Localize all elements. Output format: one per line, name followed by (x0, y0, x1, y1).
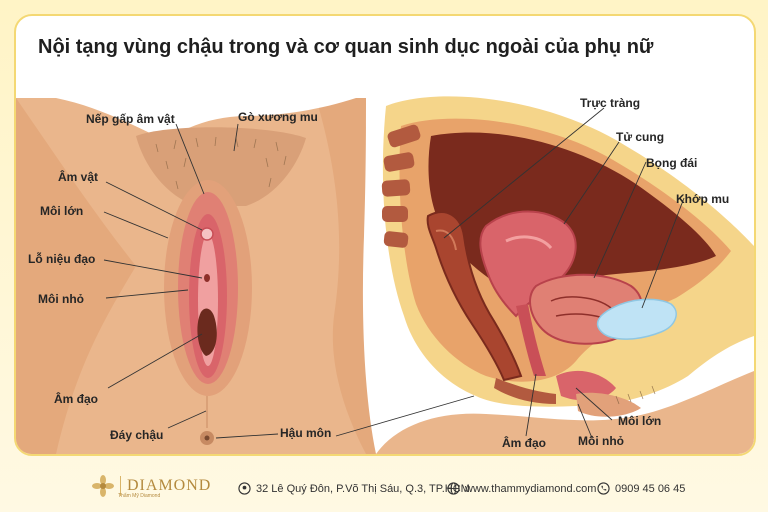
label-moi-lon-right: Môi lớn (618, 414, 662, 428)
label-day-chau: Đáy chậu (110, 428, 164, 442)
phone-icon (597, 482, 610, 495)
label-moi-nho-left: Môi nhỏ (38, 292, 84, 306)
label-lo-nieu-dao: Lỗ niệu đạo (28, 252, 96, 266)
label-hau-mon: Hậu môn (280, 426, 332, 440)
label-nep-gap-am-vat: Nếp gấp âm vật (86, 112, 175, 126)
footer-website[interactable]: www.thammydiamond.com (447, 482, 596, 495)
label-go-xuong-mu: Gò xương mu (238, 110, 318, 124)
label-am-dao-left: Âm đạo (54, 392, 99, 406)
phone-number[interactable]: 0909 45 06 45 (615, 482, 686, 495)
brand-logo[interactable]: DIAMOND Thẩm Mỹ Diamond (92, 475, 212, 499)
logo-divider (120, 476, 121, 496)
location-pin-icon (238, 482, 251, 495)
label-khop-mu: Khớp mu (676, 192, 730, 206)
sagittal-section-illustration (362, 95, 754, 454)
diagram-card: Nội tạng vùng chậu trong và cơ quan sinh… (14, 14, 756, 456)
label-am-dao-right: Âm đạo (502, 436, 547, 450)
label-moi-lon-left: Môi lớn (40, 204, 84, 218)
website-link[interactable]: www.thammydiamond.com (465, 482, 597, 495)
diamond-flower-icon (92, 475, 114, 497)
page-title: Nội tạng vùng chậu trong và cơ quan sinh… (38, 36, 654, 58)
anatomy-illustration (16, 95, 754, 454)
address-text: 32 Lê Quý Đôn, P.Võ Thị Sáu, Q.3, TP.HCM (256, 482, 470, 495)
label-am-vat: Âm vật (58, 170, 99, 184)
label-bong-dai: Bọng đái (646, 156, 698, 170)
label-moi-nho-right: Môi nhỏ (578, 434, 624, 448)
footer-phone[interactable]: 0909 45 06 45 (597, 482, 685, 495)
footer-address: 32 Lê Quý Đôn, P.Võ Thị Sáu, Q.3, TP.HCM (238, 482, 470, 495)
label-truc-trang: Trực tràng (580, 96, 641, 110)
globe-icon (447, 482, 460, 495)
leader-lines (103, 107, 685, 439)
brand-subtitle: Thẩm Mỹ Diamond (118, 493, 161, 499)
label-tu-cung: Tử cung (616, 130, 665, 144)
brand-name: DIAMOND (127, 477, 212, 494)
external-genitalia-illustration (16, 98, 386, 454)
